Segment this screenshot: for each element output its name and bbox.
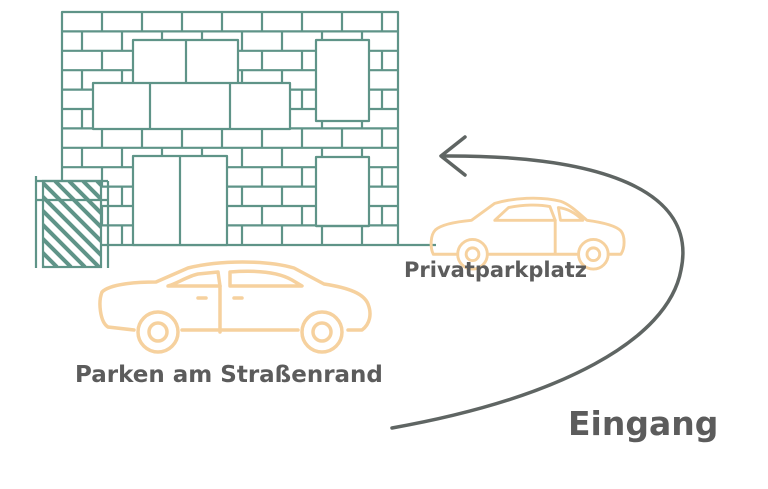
window-middle xyxy=(91,81,292,131)
gate-hatch-line xyxy=(43,181,101,244)
gate-hatch-line xyxy=(43,236,73,267)
private-parking-car xyxy=(429,196,626,271)
gate-hatch-line xyxy=(43,222,87,267)
gate-hatch-line xyxy=(43,208,101,267)
gate-icon xyxy=(0,176,110,269)
street-parking-label: Parken am Straßenrand xyxy=(75,362,383,388)
curved-arrow-icon xyxy=(390,135,685,430)
gate-hatch-line xyxy=(81,181,101,202)
building-icon xyxy=(60,10,400,247)
gate-hatch-line xyxy=(53,181,101,230)
gate-hatch-line xyxy=(0,181,29,267)
private-parking-label: Privatparkplatz xyxy=(404,258,588,282)
window-bottom-right xyxy=(314,155,371,228)
window-top-right xyxy=(314,38,371,123)
street-parking-car xyxy=(98,260,372,354)
gate-hatch-line xyxy=(43,194,101,258)
entrance-label: Eingang xyxy=(568,404,719,443)
gate-hatch-line xyxy=(67,181,101,216)
